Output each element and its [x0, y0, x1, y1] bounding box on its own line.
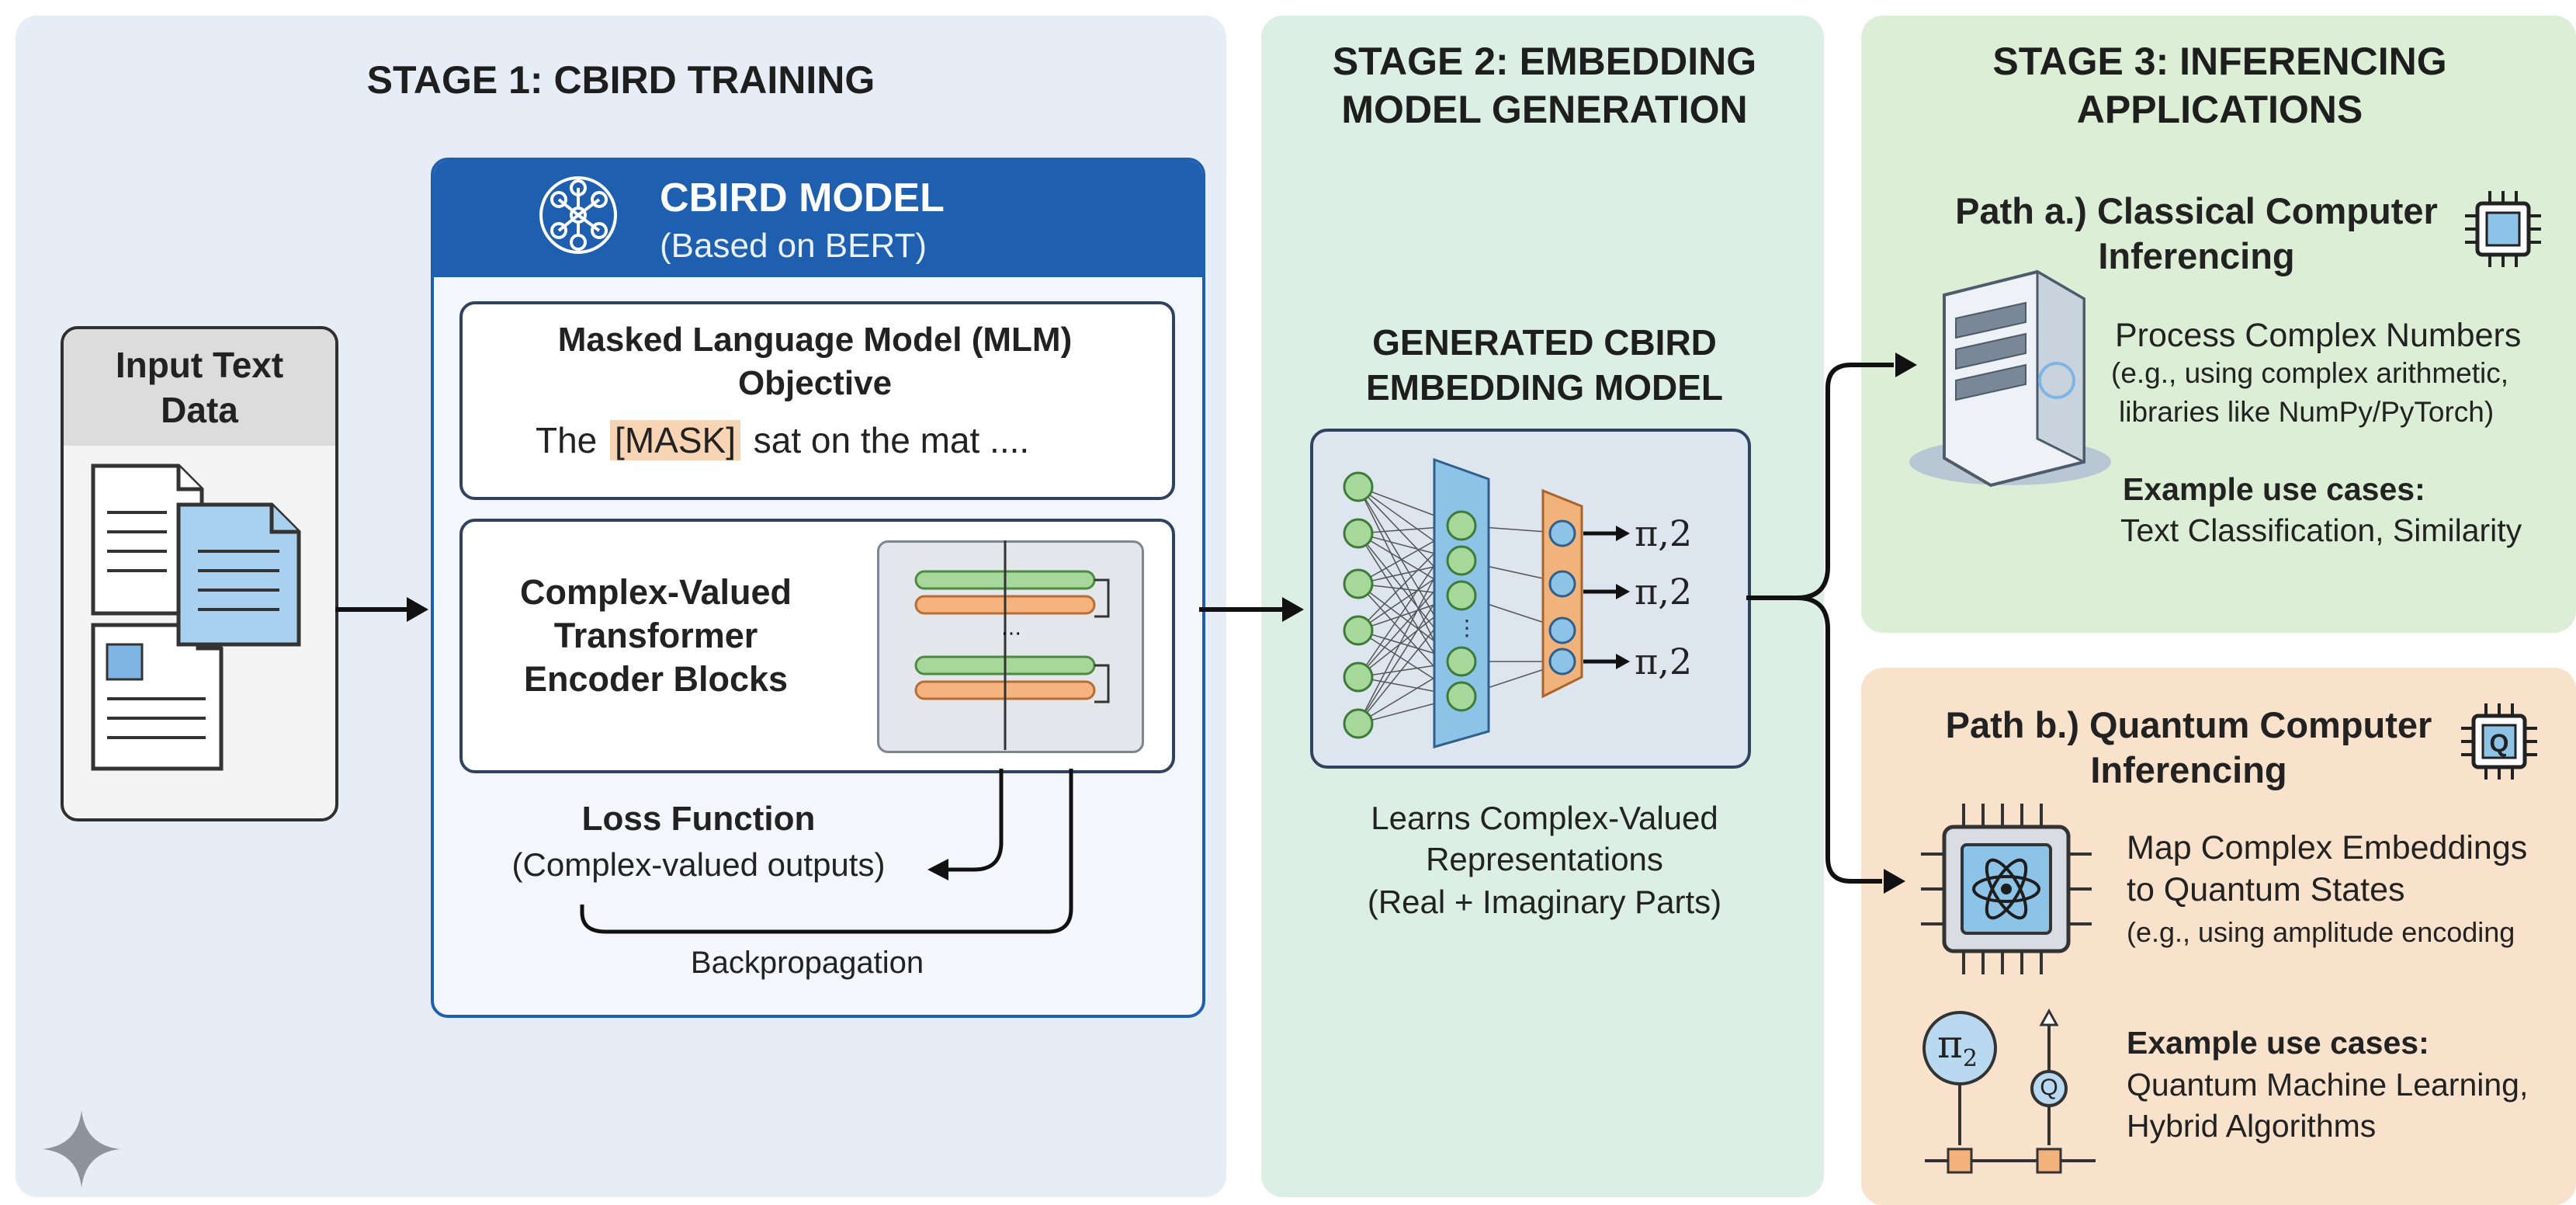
cpu-chip-icon: [2465, 191, 2541, 267]
path-b-title: Path b.) Quantum Computer Inferencing: [1945, 704, 2432, 790]
embedding-desc-line1: Learns Complex-Valued: [1371, 800, 1718, 836]
circuit-pi-sub: 2: [1962, 1045, 1978, 1072]
path-b-desc-line3: (e.g., using amplitude encoding: [2127, 916, 2515, 948]
path-a-title: Path a.) Classical Computer Inferencing: [1955, 190, 2438, 276]
input-text-label: Input Text Data: [115, 345, 284, 430]
embedding-output-2: π,2: [1635, 571, 1693, 613]
sparkle-icon: [43, 1110, 120, 1188]
mlm-example: The [MASK] sat on the mat ....: [536, 419, 1156, 461]
mlm-objective-box: [459, 301, 1175, 500]
backpropagation-label: Backpropagation: [690, 946, 924, 980]
qubit-label: Q: [2040, 1075, 2058, 1100]
stage1-title: STAGE 1: CBIRD TRAINING: [366, 58, 875, 102]
mlm-example-pre: The: [536, 420, 598, 460]
input-text-header: Input Text Data: [64, 329, 335, 446]
embedding-desc-line3: (Real + Imaginary Parts): [1367, 884, 1722, 920]
svg-text:⋮: ⋮: [1456, 616, 1478, 640]
mlm-example-post: sat on the mat ....: [753, 420, 1030, 460]
path-a-use-text: Text Classification, Similarity: [2120, 512, 2522, 548]
path-b-use-title: Example use cases:: [2127, 1025, 2429, 1061]
path-a-use-title: Example use cases:: [2123, 471, 2425, 507]
embedding-network: ⋮: [1343, 457, 1630, 748]
cbird-model-title: CBIRD MODEL: [660, 175, 945, 221]
encoder-blocks-label: Complex-Valued Transformer Encoder Block…: [519, 572, 792, 699]
quantum-chip-icon: Q: [2461, 703, 2537, 780]
neural-network-icon: [539, 176, 617, 254]
quantum-circuit-icon: [1922, 1008, 2096, 1174]
document-icon: [91, 464, 301, 771]
embedding-model-box: [1310, 429, 1751, 769]
circuit-pi-symbol: π2: [1937, 1022, 1978, 1072]
path-a-desc-line1: Process Complex Numbers: [2115, 317, 2522, 354]
stage3-title: STAGE 3: INFERENCING APPLICATIONS: [1992, 40, 2447, 131]
mlm-objective-title: Masked Language Model (MLM) Objective: [557, 321, 1073, 402]
svg-text:Q: Q: [2490, 729, 2509, 757]
path-a-desc-line2: (e.g., using complex arithmetic,: [2111, 357, 2509, 389]
circuit-pi: π: [1937, 1022, 1963, 1067]
embedding-output-1: π,2: [1635, 512, 1693, 554]
stage2-title: STAGE 2: EMBEDDING MODEL GENERATION: [1332, 40, 1757, 131]
embedding-model-title: GENERATED CBIRD EMBEDDING MODEL: [1366, 322, 1723, 408]
encoder-stack-bars: ⋯: [914, 540, 1110, 750]
embedding-desc-line2: Representations: [1426, 841, 1663, 877]
loss-function-subtitle: (Complex-valued outputs): [511, 846, 886, 883]
path-b-use-line1: Quantum Machine Learning,: [2127, 1067, 2529, 1103]
embedding-output-3: π,2: [1635, 641, 1693, 682]
path-b-use-line2: Hybrid Algorithms: [2127, 1108, 2377, 1144]
atom-icon: [1921, 804, 2092, 974]
cbird-model-subtitle: (Based on BERT): [660, 227, 927, 265]
path-b-desc-line1: Map Complex Embeddings: [2127, 829, 2528, 866]
path-b-desc-line2: to Quantum States: [2127, 871, 2405, 908]
path-a-desc-line3: libraries like NumPy/PyTorch): [2119, 396, 2495, 428]
loss-function-title: Loss Function: [581, 800, 816, 838]
mask-token: [MASK]: [610, 420, 740, 460]
svg-text:⋯: ⋯: [1001, 621, 1021, 644]
server-icon: [1909, 269, 2111, 488]
